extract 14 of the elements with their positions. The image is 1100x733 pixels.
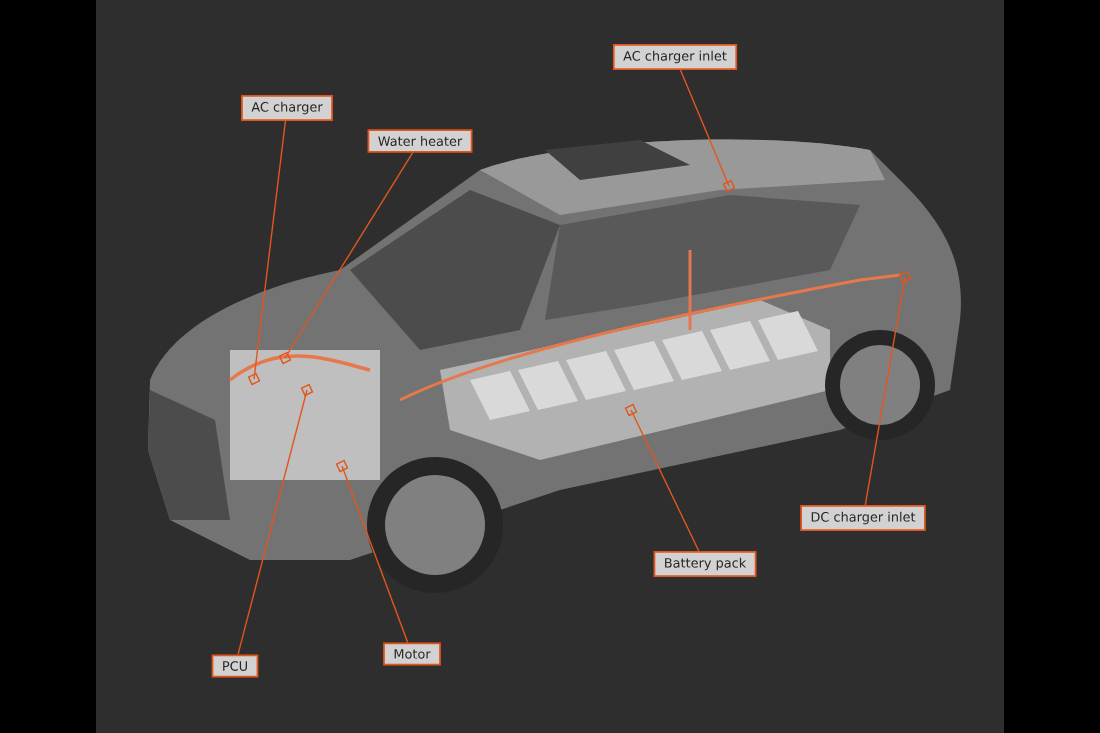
label-box: PCU [211, 654, 259, 678]
leader-line [864, 270, 912, 506]
leader-line [624, 403, 700, 552]
leader-line [335, 459, 409, 644]
label-box: Water heater [367, 129, 473, 153]
label-box: AC charger inlet [612, 44, 738, 70]
label-box: DC charger inlet [800, 505, 926, 531]
leader-line [247, 120, 287, 386]
leader-line [237, 383, 314, 656]
label-box: Battery pack [653, 551, 757, 577]
label-box: AC charger [241, 95, 333, 121]
leader-line [278, 152, 414, 365]
leader-line [679, 69, 736, 193]
label-box: Motor [383, 642, 441, 666]
